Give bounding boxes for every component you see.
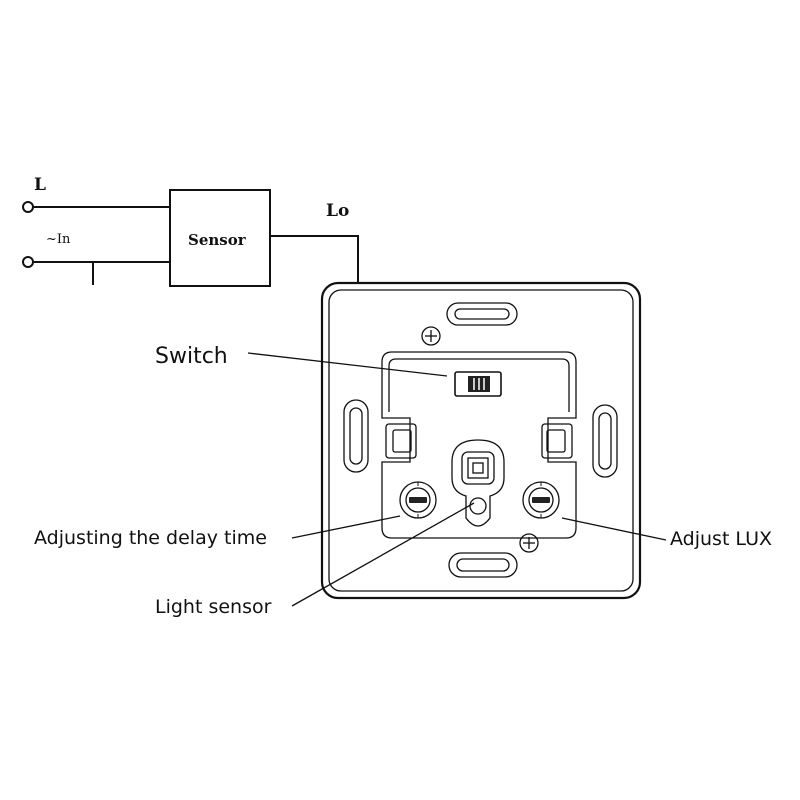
- left-mounting-slot: [343, 399, 369, 473]
- lux-callout-label: Adjust LUX: [670, 528, 772, 550]
- light-sensor-callout-leader: [291, 502, 475, 607]
- lux-potentiometer[interactable]: [522, 481, 560, 519]
- bottom-mounting-slot: [448, 552, 518, 578]
- sensor-box-label: Sensor: [188, 231, 247, 249]
- switch-callout-label: Switch: [155, 344, 228, 369]
- callouts: Switch Adjusting the delay time Light se…: [34, 344, 772, 618]
- light-sensor-callout-label: Light sensor: [155, 596, 272, 618]
- wiring-schematic: L ~In Sensor Lo: [22, 175, 359, 287]
- top-screw-icon: [421, 326, 441, 346]
- terminal-in-label: ~In: [46, 232, 71, 247]
- right-mounting-slot-inner: [598, 412, 612, 470]
- wire-Lo: [270, 235, 359, 285]
- light-sensor: [451, 439, 505, 527]
- sensor-box: [169, 189, 271, 287]
- right-clip: [541, 423, 573, 459]
- left-mounting-slot-inner: [349, 407, 363, 465]
- mode-switch[interactable]: [454, 371, 502, 397]
- outer-plate-inner-edge: [328, 289, 634, 592]
- left-clip: [385, 423, 417, 459]
- terminal-L-node: [22, 201, 34, 213]
- sensor-device: [320, 281, 642, 600]
- right-clip-inner: [546, 429, 566, 453]
- left-clip-inner: [392, 429, 412, 453]
- bottom-screw-icon: [519, 533, 539, 553]
- bottom-mounting-slot-inner: [456, 558, 510, 572]
- delay-callout-label: Adjusting the delay time: [34, 527, 267, 549]
- right-mounting-slot: [592, 404, 618, 478]
- inner-module: [381, 351, 577, 539]
- lux-callout-leader: [561, 517, 667, 541]
- terminal-Lo-label: Lo: [326, 201, 349, 221]
- top-mounting-slot: [446, 302, 518, 326]
- delay-potentiometer[interactable]: [399, 481, 437, 519]
- top-mounting-slot-inner: [454, 308, 510, 320]
- delay-callout-leader: [291, 515, 401, 539]
- inner-module-edge: [388, 358, 570, 412]
- terminal-L-label: L: [34, 175, 46, 195]
- terminal-in-node: [22, 256, 34, 268]
- switch-callout-leader: [247, 352, 448, 377]
